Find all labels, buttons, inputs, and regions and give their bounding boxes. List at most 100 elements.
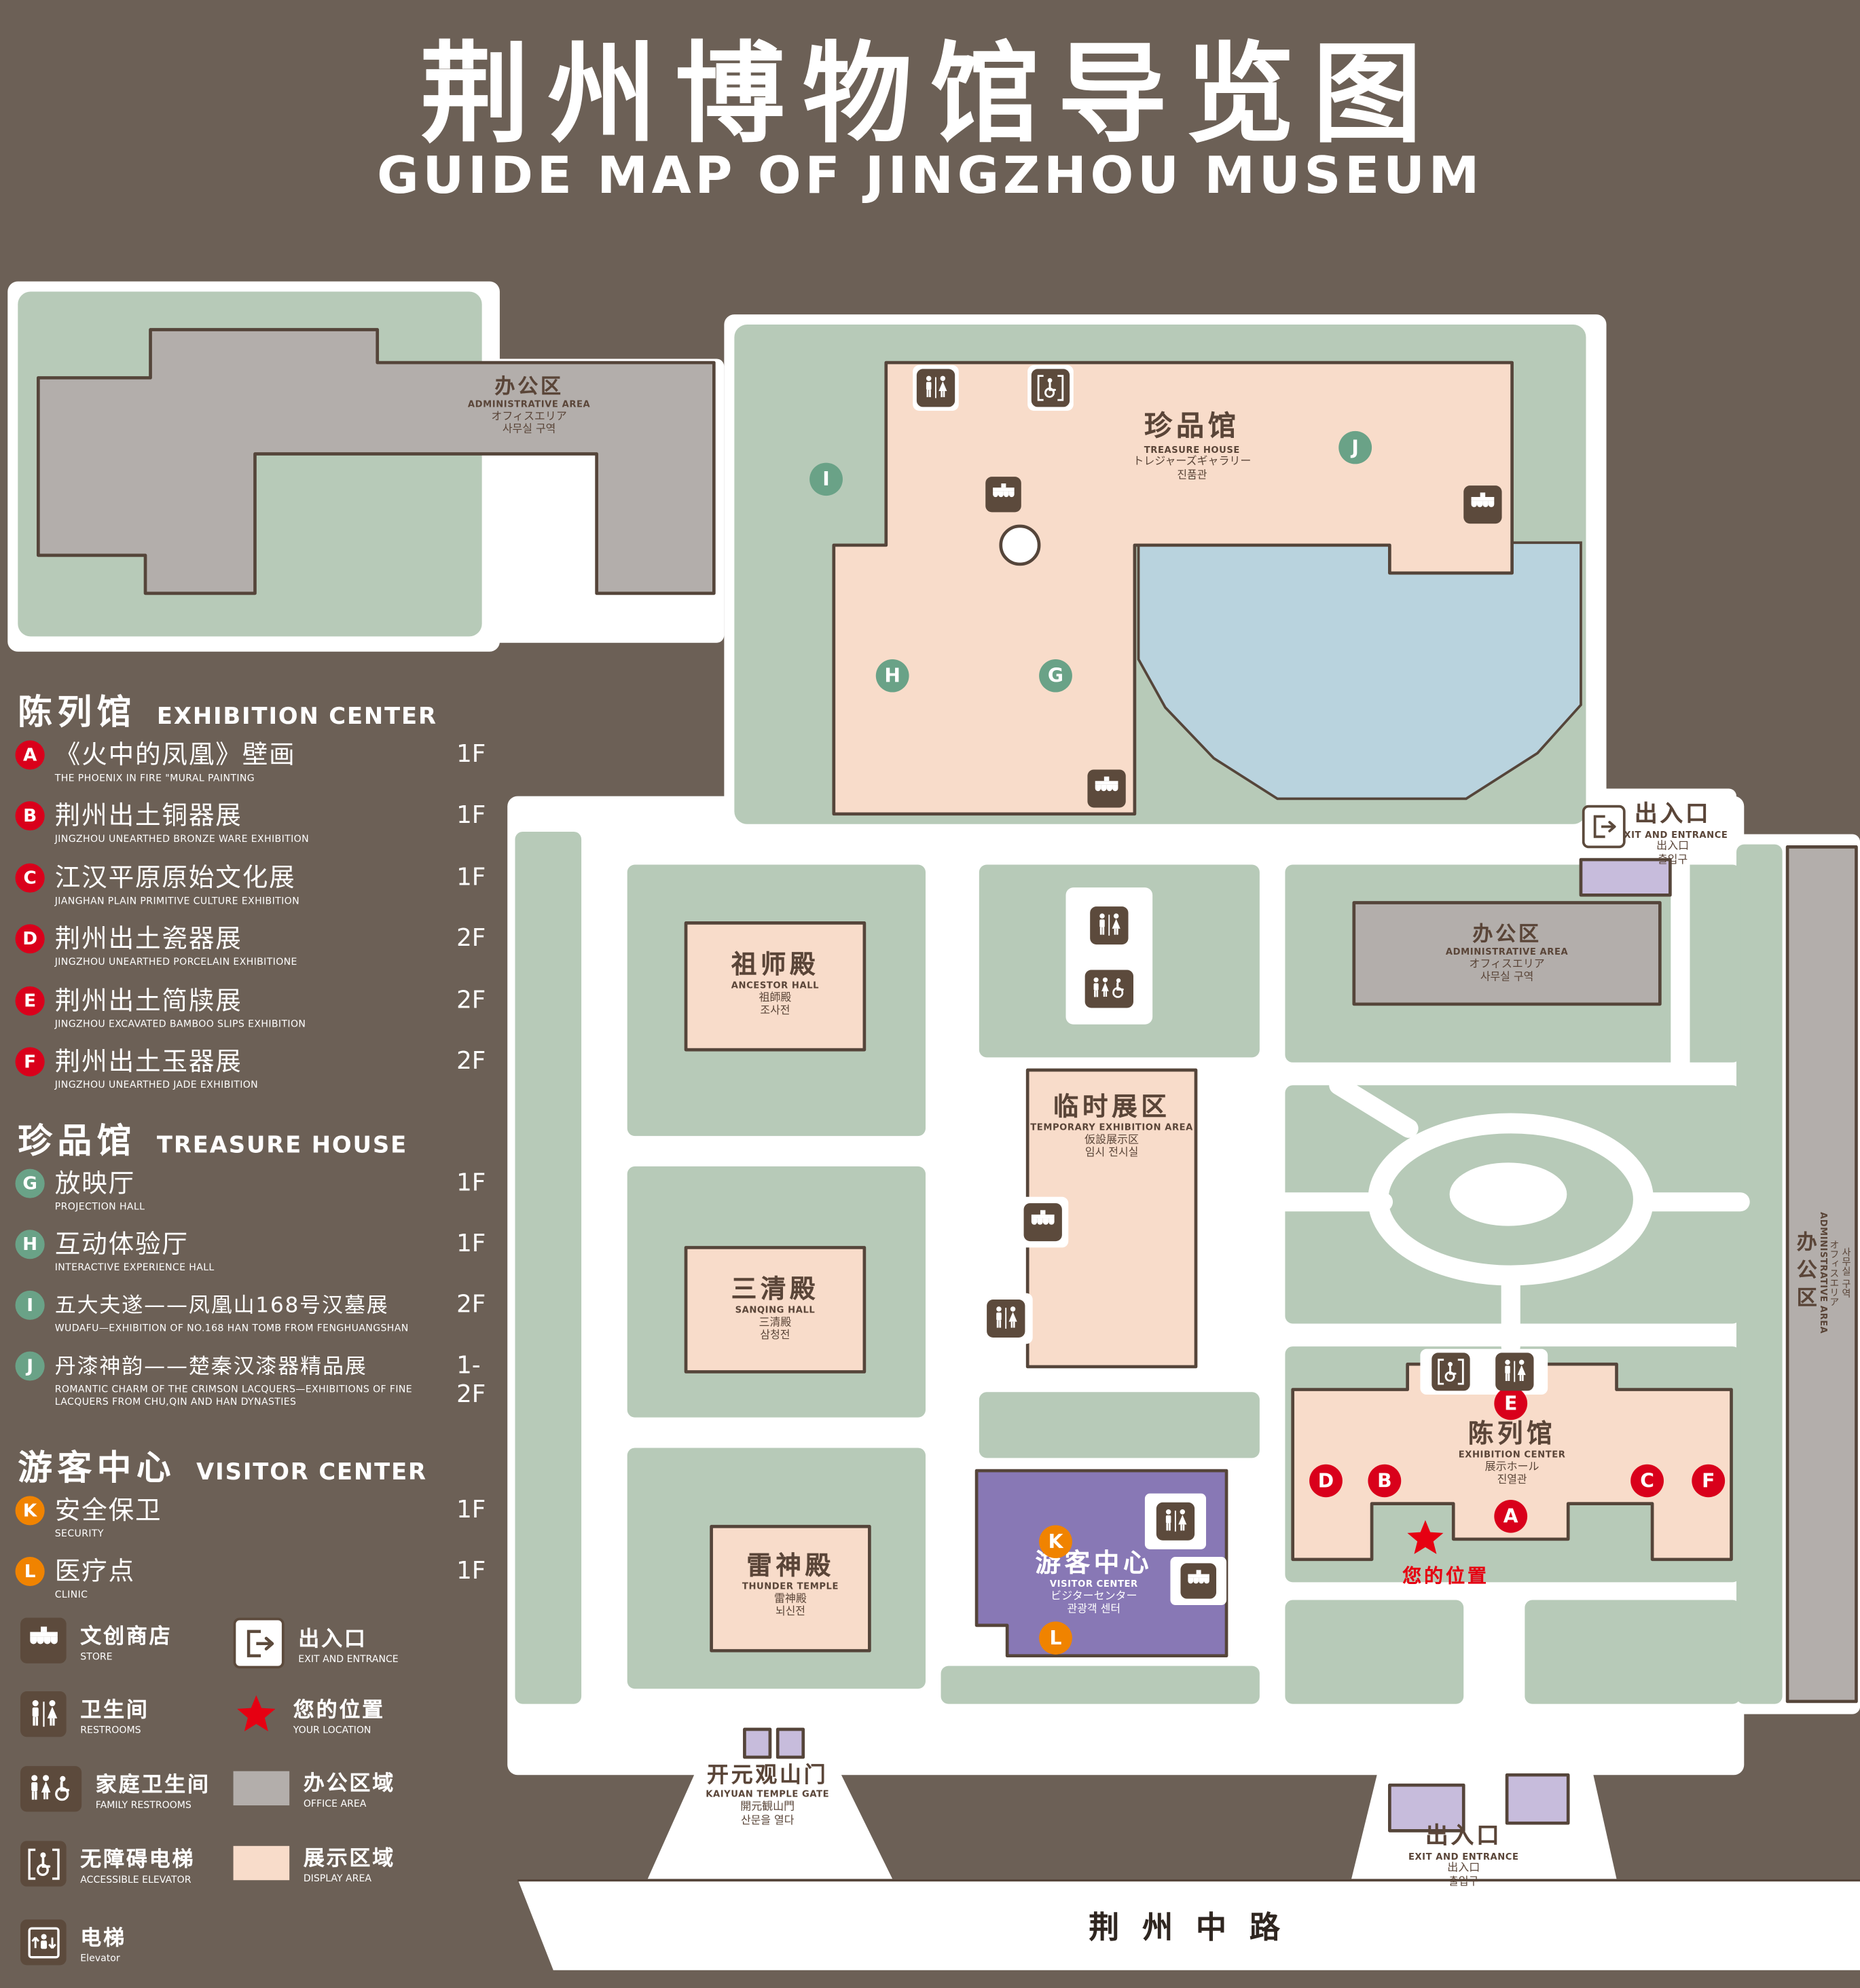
legend-item-j: J 丹漆神韵——楚秦汉漆器精品展 ROMANTIC CHARM OF THE C… (15, 1351, 500, 1409)
visitor-en: VISITOR CENTER (1049, 1579, 1138, 1589)
legend-item-i: I 五大夫遂——凤凰山168号汉墓展 WUDAFU—EXHIBITION OF … (15, 1290, 500, 1336)
legend-item-e-en: JINGZHOU EXCAVATED BAMBOO SLIPS EXHIBITI… (54, 1018, 306, 1030)
legend-marker-b: B (15, 801, 45, 831)
legend-symbol-exit-zh: 出入口 (298, 1626, 367, 1651)
gate-en: KAIYUAN TEMPLE GATE (706, 1789, 830, 1800)
legend-item-b: B 荆州出土铜器展 JINGZHOU UNEARTHED BRONZE WARE… (15, 800, 500, 846)
legend-item-h-zh: 互动体验厅 (54, 1228, 189, 1259)
admin-mid-en: ADMINISTRATIVE AREA (1445, 946, 1569, 957)
exhibition-center-label: 陈列馆 EXHIBITION CENTER 展示ホール 진열관 (1459, 1418, 1566, 1488)
admin-east-en: ADMINISTRATIVE AREA (1818, 1212, 1829, 1334)
legend-item-g-en: PROJECTION HALL (54, 1200, 145, 1213)
exhibition-ko: 진열관 (1497, 1474, 1527, 1488)
legend-marker-e: E (15, 986, 45, 1016)
thunder-en: THUNDER TEMPLE (742, 1581, 839, 1592)
restroom-icon (1156, 1502, 1195, 1541)
treasure-en: TREASURE HOUSE (1144, 444, 1240, 455)
legend-symbol-location-en: YOUR LOCATION (293, 1724, 371, 1736)
legend-item-l: L 医疗点 CLINIC 1F (15, 1556, 500, 1602)
legend-item-j-floor: 1-2F (456, 1351, 486, 1409)
legend-symbol-office-zh: 办公区域 (303, 1771, 395, 1796)
temporary-exhibition-label: 临时展区 TEMPORARY EXHIBITION AREA 仮設展示区 임시 … (1030, 1091, 1193, 1161)
legend-item-d-floor: 2F (456, 924, 486, 953)
exit-ne-en: EXIT AND ENTRANCE (1617, 829, 1728, 840)
exit-s-structure-1 (1388, 1783, 1465, 1833)
legend-symbol-office-en: OFFICE AREA (303, 1797, 367, 1809)
thunder-temple-label: 雷神殿 THUNDER TEMPLE 雷神殿 뇌신전 (742, 1550, 839, 1620)
legend-item-f-zh: 荆州出土玉器展 (54, 1046, 242, 1077)
road-label: 荆州中路 (1089, 1910, 1303, 1946)
map-marker-k: K (1039, 1525, 1072, 1558)
garden-paths (1275, 837, 1750, 1357)
office-area-swatch (233, 1770, 290, 1805)
legend-item-d-en: JINGZHOU UNEARTHED PORCELAIN EXHIBITIONE (54, 955, 297, 968)
legend-item-i-zh: 五大夫遂——凤凰山168号汉墓展 (54, 1293, 389, 1318)
map-marker-l: L (1039, 1621, 1072, 1655)
exit-ne-zh: 出入口 (1634, 800, 1711, 828)
legend-item-a-en: THE PHOENIX IN FIRE "MURAL PAINTING (54, 772, 255, 784)
legend-item-e-floor: 2F (456, 986, 486, 1014)
legend-item-a-zh: 《火中的凤凰》壁画 (54, 739, 296, 770)
gate-pillar-2 (776, 1727, 805, 1759)
legend-item-e: E 荆州出土简牍展 JINGZHOU EXCAVATED BAMBOO SLIP… (15, 986, 500, 1031)
exit-s-label: 出入口 EXIT AND ENTRANCE 出入口 출입구 (1408, 1823, 1519, 1890)
exit-s-structure-2 (1505, 1773, 1570, 1825)
legend-marker-h: H (15, 1230, 45, 1259)
map-marker-d: D (1309, 1464, 1343, 1498)
legend-symbol-elevator-zh: 电梯 (80, 1926, 126, 1950)
visitor-ja: ビジターセンター (1051, 1590, 1137, 1603)
legend-marker-k: K (15, 1496, 45, 1526)
admin-mid-zh: 办公区 (1472, 921, 1542, 946)
exit-s-zh: 出入口 (1425, 1822, 1502, 1849)
legend-item-a: A 《火中的凤凰》壁画 THE PHOENIX IN FIRE "MURAL P… (15, 739, 500, 786)
legend-item-a-floor: 1F (456, 740, 486, 769)
admin-nw-en: ADMINISTRATIVE AREA (467, 399, 591, 410)
garden-loop-path (1368, 1113, 1654, 1286)
garden-center-plaza (1449, 1162, 1567, 1226)
map-marker-g: G (1039, 659, 1072, 693)
treasure-ko: 진품관 (1177, 469, 1207, 482)
exhibition-en: EXHIBITION CENTER (1458, 1450, 1566, 1460)
restroom-icon (1495, 1352, 1534, 1391)
legend-item-k-zh: 安全保卫 (54, 1494, 162, 1526)
legend-item-d: D 荆州出土瓷器展 JINGZHOU UNEARTHED PORCELAIN E… (15, 923, 500, 969)
store-icon (20, 1617, 67, 1663)
legend-marker-i: I (15, 1290, 45, 1320)
thunder-ja: 雷神殿 (774, 1592, 807, 1606)
legend-symbol-family-en: FAMILY RESTROOMS (95, 1799, 192, 1811)
display-area-swatch (233, 1845, 290, 1880)
map-marker-h: H (875, 659, 909, 693)
legend-marker-f: F (15, 1047, 45, 1077)
gate-ko: 산문을 열다 (740, 1814, 795, 1827)
legend-item-k-en: SECURITY (54, 1528, 104, 1539)
legend-marker-c: C (15, 863, 45, 893)
restroom-icon (20, 1691, 67, 1737)
temp-en: TEMPORARY EXHIBITION AREA (1030, 1122, 1193, 1133)
gate-pillar-1 (743, 1727, 772, 1759)
sanqing-zh: 三清殿 (731, 1273, 820, 1304)
exit-s-ko: 출입구 (1448, 1875, 1479, 1889)
legend-heading-visitor: 游客中心 VISITOR CENTER (18, 1440, 427, 1490)
store-icon (1180, 1563, 1217, 1599)
legend-item-f-floor: 2F (456, 1047, 486, 1075)
exhibition-zh: 陈列馆 (1467, 1418, 1556, 1449)
legend-heading-visitor-zh: 游客中心 (18, 1449, 177, 1489)
legend-item-b-zh: 荆州出土铜器展 (54, 800, 242, 831)
map-marker-j: J (1338, 430, 1372, 464)
gate-zh: 开元观山门 (707, 1763, 828, 1788)
map-marker-e: E (1494, 1386, 1528, 1420)
your-location-star-icon (1405, 1517, 1446, 1558)
legend-marker-d: D (15, 924, 45, 954)
legend-item-h-en: INTERACTIVE EXPERIENCE HALL (54, 1261, 215, 1273)
legend-heading-visitor-en: VISITOR CENTER (196, 1459, 427, 1486)
legend-item-h: H 互动体验厅 INTERACTIVE EXPERIENCE HALL 1F (15, 1228, 500, 1274)
restroom-icon (1090, 906, 1129, 945)
treasure-house-building (832, 361, 1514, 816)
legend-heading-exhibition-zh: 陈列馆 (18, 693, 136, 733)
